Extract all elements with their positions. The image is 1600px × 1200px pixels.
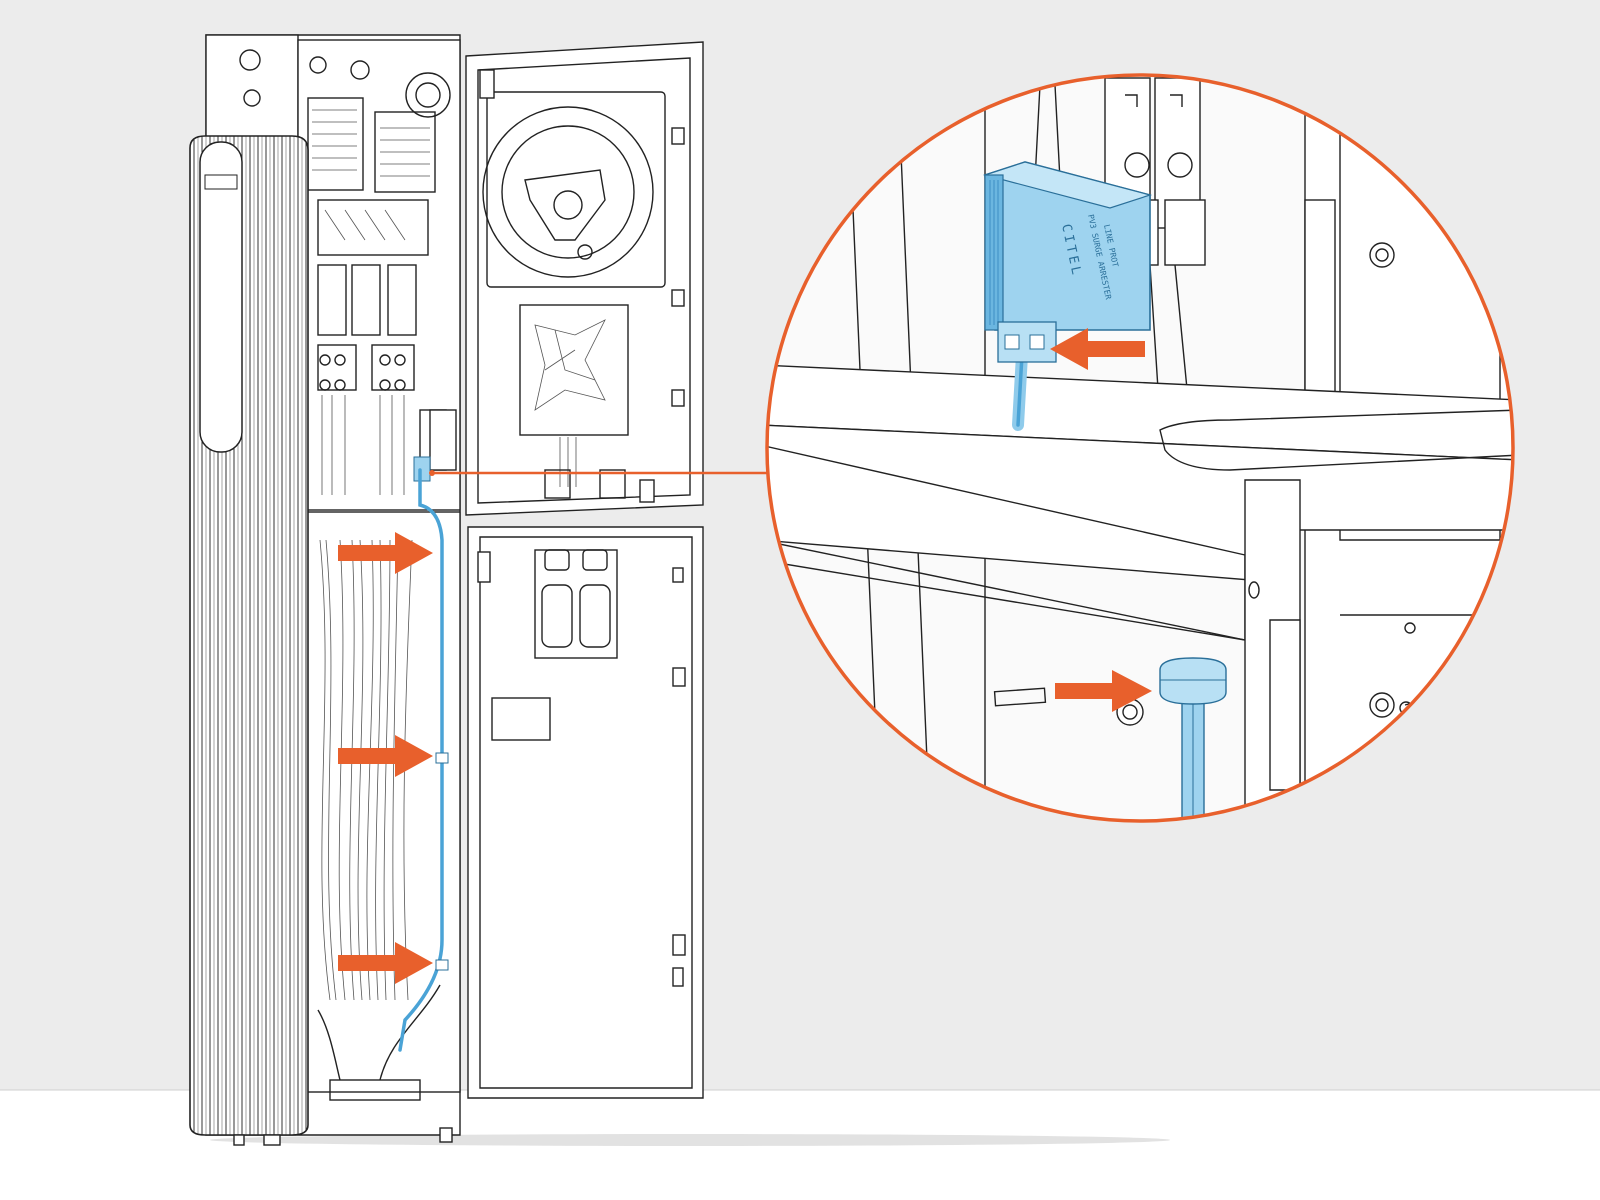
arrow-right-icon: [338, 942, 433, 984]
cable: [398, 468, 444, 1052]
floor-shadow: [210, 1134, 1170, 1146]
lower-cable-compartment: [299, 511, 461, 1101]
ribbed-side-panel: [189, 135, 309, 1136]
lower-door: [467, 526, 704, 1099]
surge-protector: [413, 456, 431, 482]
cable-clip-icon: [435, 959, 449, 971]
upper-electrical-compartment: [297, 39, 461, 511]
arrow-right-icon: [338, 532, 433, 574]
arrow-right-icon: [1055, 670, 1152, 712]
cable-clip-icon: [435, 752, 449, 764]
cabinet: [189, 34, 704, 1146]
surge-protector: CITEL PV3 SURGE ARRESTER LINE PROT: [982, 161, 1153, 363]
arrow-left-icon: [1050, 328, 1145, 370]
arrow-right-icon: [338, 735, 433, 777]
upper-door: [465, 41, 704, 516]
